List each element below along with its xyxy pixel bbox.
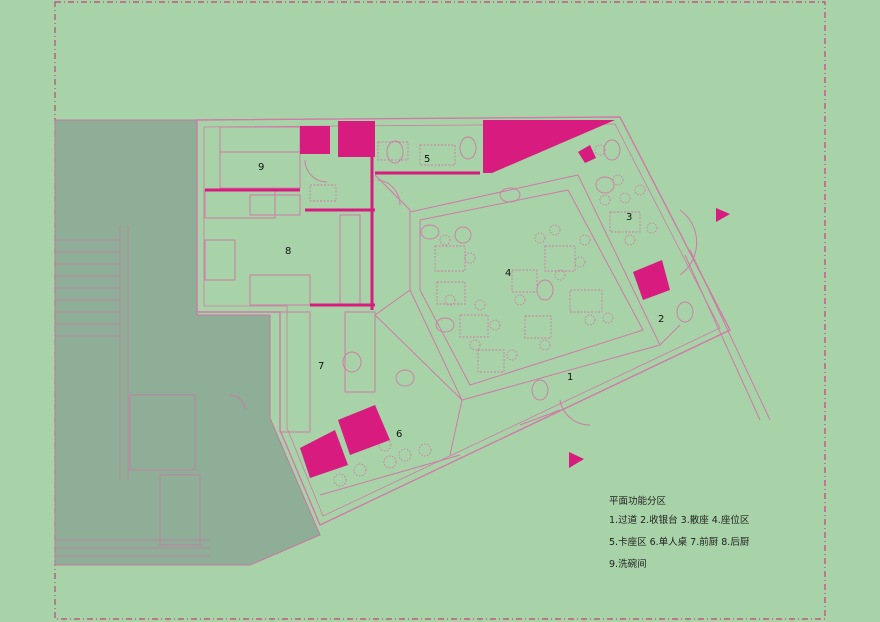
accent-walls (205, 155, 480, 310)
room-number-3: 3 (626, 212, 632, 223)
room-number-4: 4 (505, 268, 511, 279)
interior-walls (204, 126, 771, 496)
accent-block (300, 430, 348, 478)
room-number-2: 2 (658, 314, 664, 325)
room-number-7: 7 (318, 361, 324, 372)
entrance-arrow-icon (716, 208, 730, 222)
room-number-6: 6 (396, 429, 402, 440)
accent-block (300, 126, 330, 154)
accent-block (578, 145, 596, 163)
entrance-arrow-icon (569, 452, 584, 468)
building-inner-outline (203, 123, 721, 517)
accent-blocks (300, 120, 670, 478)
room-number-9: 9 (258, 162, 264, 173)
people-figures (342, 136, 694, 401)
stair-lines (55, 225, 210, 557)
seating-tables (309, 141, 641, 373)
legend-line-3: 9.洗碗间 (609, 559, 647, 570)
accent-block (483, 120, 615, 173)
building-outline (196, 116, 731, 526)
room-number-5: 5 (424, 154, 430, 165)
outer-dashed-frame (54, 1, 826, 620)
accent-block (633, 260, 670, 300)
legend-line-1: 1.过道 2.收银台 3.散座 4.座位区 (609, 515, 750, 526)
legend-line-2: 5.卡座区 6.单人桌 7.前厨 8.后厨 (609, 537, 750, 548)
room-number-1: 1 (567, 372, 573, 383)
legend-title: 平面功能分区 (609, 496, 667, 507)
room-number-8: 8 (285, 246, 291, 257)
accent-block (338, 405, 390, 455)
chairs (333, 144, 658, 487)
accent-block (338, 121, 375, 157)
